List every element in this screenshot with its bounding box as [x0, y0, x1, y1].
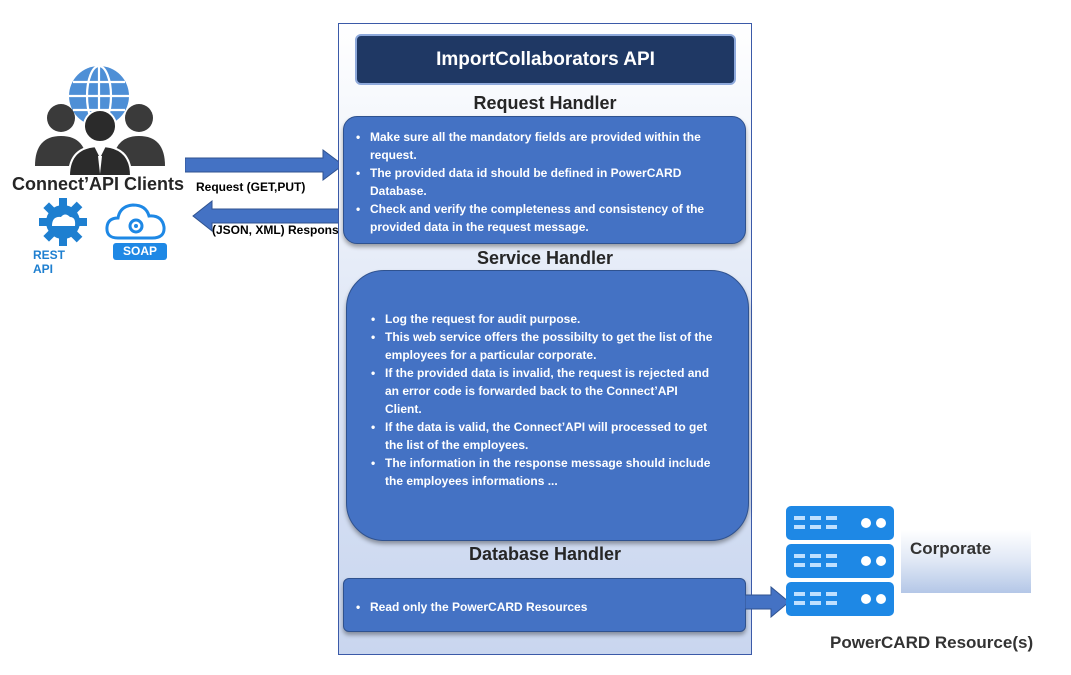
database-handler-box: Read only the PowerCARD Resources [343, 578, 746, 632]
request-label: Request (GET,PUT) [196, 180, 306, 194]
clients-title: Connect’API Clients [12, 174, 185, 194]
api-title: ImportCollaborators API [355, 34, 736, 85]
db-arrow [745, 586, 790, 618]
rest-api-icon [39, 198, 87, 246]
globe-icon [69, 64, 129, 128]
service-handler-item: Log the request for audit purpose. [367, 310, 714, 328]
service-handler-item: If the provided data is invalid, the req… [367, 364, 714, 418]
soap-badge: SOAP [113, 243, 167, 260]
request-handler-title: Request Handler [473, 93, 617, 113]
corporate-box: Corporate [901, 530, 1031, 593]
service-handler-box: Log the request for audit purpose. This … [346, 270, 749, 541]
request-handler-item: Make sure all the mandatory fields are p… [352, 128, 733, 164]
service-handler-item: The information in the response message … [367, 454, 714, 490]
soap-cloud-icon [105, 203, 166, 240]
service-handler-title: Service Handler [476, 248, 614, 268]
server-stack-icon [786, 506, 894, 616]
service-handler-item: If the data is valid, the Connect’API wi… [367, 418, 714, 454]
request-handler-box: Make sure all the mandatory fields are p… [343, 116, 746, 244]
response-arrow [192, 199, 345, 233]
corporate-label: Corporate [910, 539, 992, 558]
response-label: (JSON, XML) Response [212, 223, 346, 237]
database-handler-item: Read only the PowerCARD Resources [352, 598, 733, 616]
rest-api-label: REST API [33, 248, 66, 276]
database-handler-title: Database Handler [468, 544, 622, 564]
request-arrow [185, 149, 344, 181]
soap-label: SOAP [122, 244, 157, 258]
resources-title: PowerCARD Resource(s) [830, 633, 1034, 652]
request-handler-item: Check and verify the completeness and co… [352, 200, 733, 236]
service-handler-item: This web service offers the possibilty t… [367, 328, 714, 364]
users-icon [35, 104, 165, 176]
request-handler-item: The provided data id should be defined i… [352, 164, 733, 200]
